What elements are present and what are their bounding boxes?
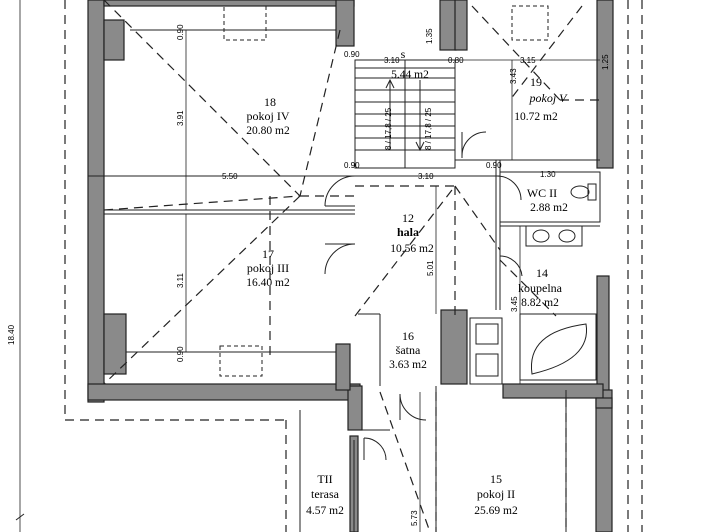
dimension-lines [15, 0, 600, 532]
room-area: 10.56 m2 [390, 243, 434, 255]
dim-small-080: 0.80 [448, 56, 464, 65]
room-name: WC II [527, 186, 557, 200]
room-name: pokoj V [529, 91, 569, 105]
walls [87, 0, 614, 532]
room-number: TII [317, 472, 332, 486]
room-area: 20.80 m2 [246, 125, 290, 137]
roof-lines [64, 0, 643, 532]
room-name: hala [397, 225, 419, 239]
room-name: pokoj IV [247, 109, 290, 123]
room-19: 19 pokoj V 10.72 m2 [514, 75, 568, 123]
stair-treads [355, 77, 455, 152]
dim-wc-width: 1.30 [540, 170, 556, 179]
dim-small-d: 0.90 [176, 24, 185, 40]
dim-small-b: 0.90 [344, 161, 360, 170]
dim-room18-height: 3.91 [176, 110, 185, 126]
room-name: pokoj II [477, 487, 515, 501]
room-15: 15 pokoj II 25.69 m2 [474, 472, 518, 517]
room-number: 12 [402, 211, 414, 225]
room-terrace: TII terasa 4.57 m2 [306, 472, 344, 517]
dimension-labels: 18.40 5.50 3.10 3.10 3.15 3.43 3.91 3.11… [7, 24, 610, 526]
dim-stair-left: 8 / 17,8 / 25 [384, 107, 393, 150]
dim-stair-right: 8 / 17,8 / 25 [424, 107, 433, 150]
room-name: terasa [311, 487, 340, 501]
room-name: pokoj III [247, 261, 289, 275]
room-area: 10.72 m2 [514, 111, 558, 123]
room-number: 14 [536, 266, 548, 280]
dim-small-a: 0.90 [344, 50, 360, 59]
room-number: 15 [490, 472, 502, 486]
room-14: 14 koupelna 8.82 m2 [518, 266, 563, 309]
room-number: 18 [264, 95, 276, 109]
dim-stair-width: 3.10 [384, 56, 400, 65]
room-name: šatna [396, 343, 421, 357]
room-stairs: s 5.44 m2 [391, 47, 429, 81]
dim-corridor-width: 5.50 [222, 172, 238, 181]
dim-small-125: 1.25 [601, 54, 610, 70]
room-area: 8.82 m2 [521, 297, 559, 309]
room-area: 16.40 m2 [246, 277, 290, 289]
room-area: 4.57 m2 [306, 505, 344, 517]
room-number: 17 [262, 247, 274, 261]
room-wc: WC II 2.88 m2 [527, 186, 568, 214]
dim-room15-height: 5.73 [410, 510, 419, 526]
dim-hall-height: 5.01 [426, 260, 435, 276]
room-12: 12 hala 10.56 m2 [390, 211, 434, 255]
room-area: 5.44 m2 [391, 69, 429, 81]
room-number: s [401, 47, 406, 61]
room-area: 3.63 m2 [389, 359, 427, 371]
dim-room19-width: 3.15 [520, 56, 536, 65]
room-area: 25.69 m2 [474, 505, 518, 517]
interior-lines [88, 5, 601, 532]
dim-room17-height: 3.11 [176, 272, 185, 288]
dim-small-e: 0.90 [176, 346, 185, 362]
room-16: 16 šatna 3.63 m2 [389, 329, 427, 371]
room-number: 16 [402, 329, 414, 343]
room-area: 2.88 m2 [530, 202, 568, 214]
dim-hall-width: 3.10 [418, 172, 434, 181]
doors [324, 131, 523, 461]
dim-overall-height: 18.40 [7, 324, 16, 345]
dim-room19-height: 3.43 [509, 68, 518, 84]
dim-small-135: 1.35 [425, 28, 434, 44]
room-17: 17 pokoj III 16.40 m2 [246, 247, 290, 289]
dim-small-c: 0.90 [486, 161, 502, 170]
dim-bath-height: 3.45 [510, 296, 519, 312]
room-name: koupelna [518, 281, 563, 295]
room-18: 18 pokoj IV 20.80 m2 [246, 95, 290, 137]
room-number: 19 [530, 75, 542, 89]
